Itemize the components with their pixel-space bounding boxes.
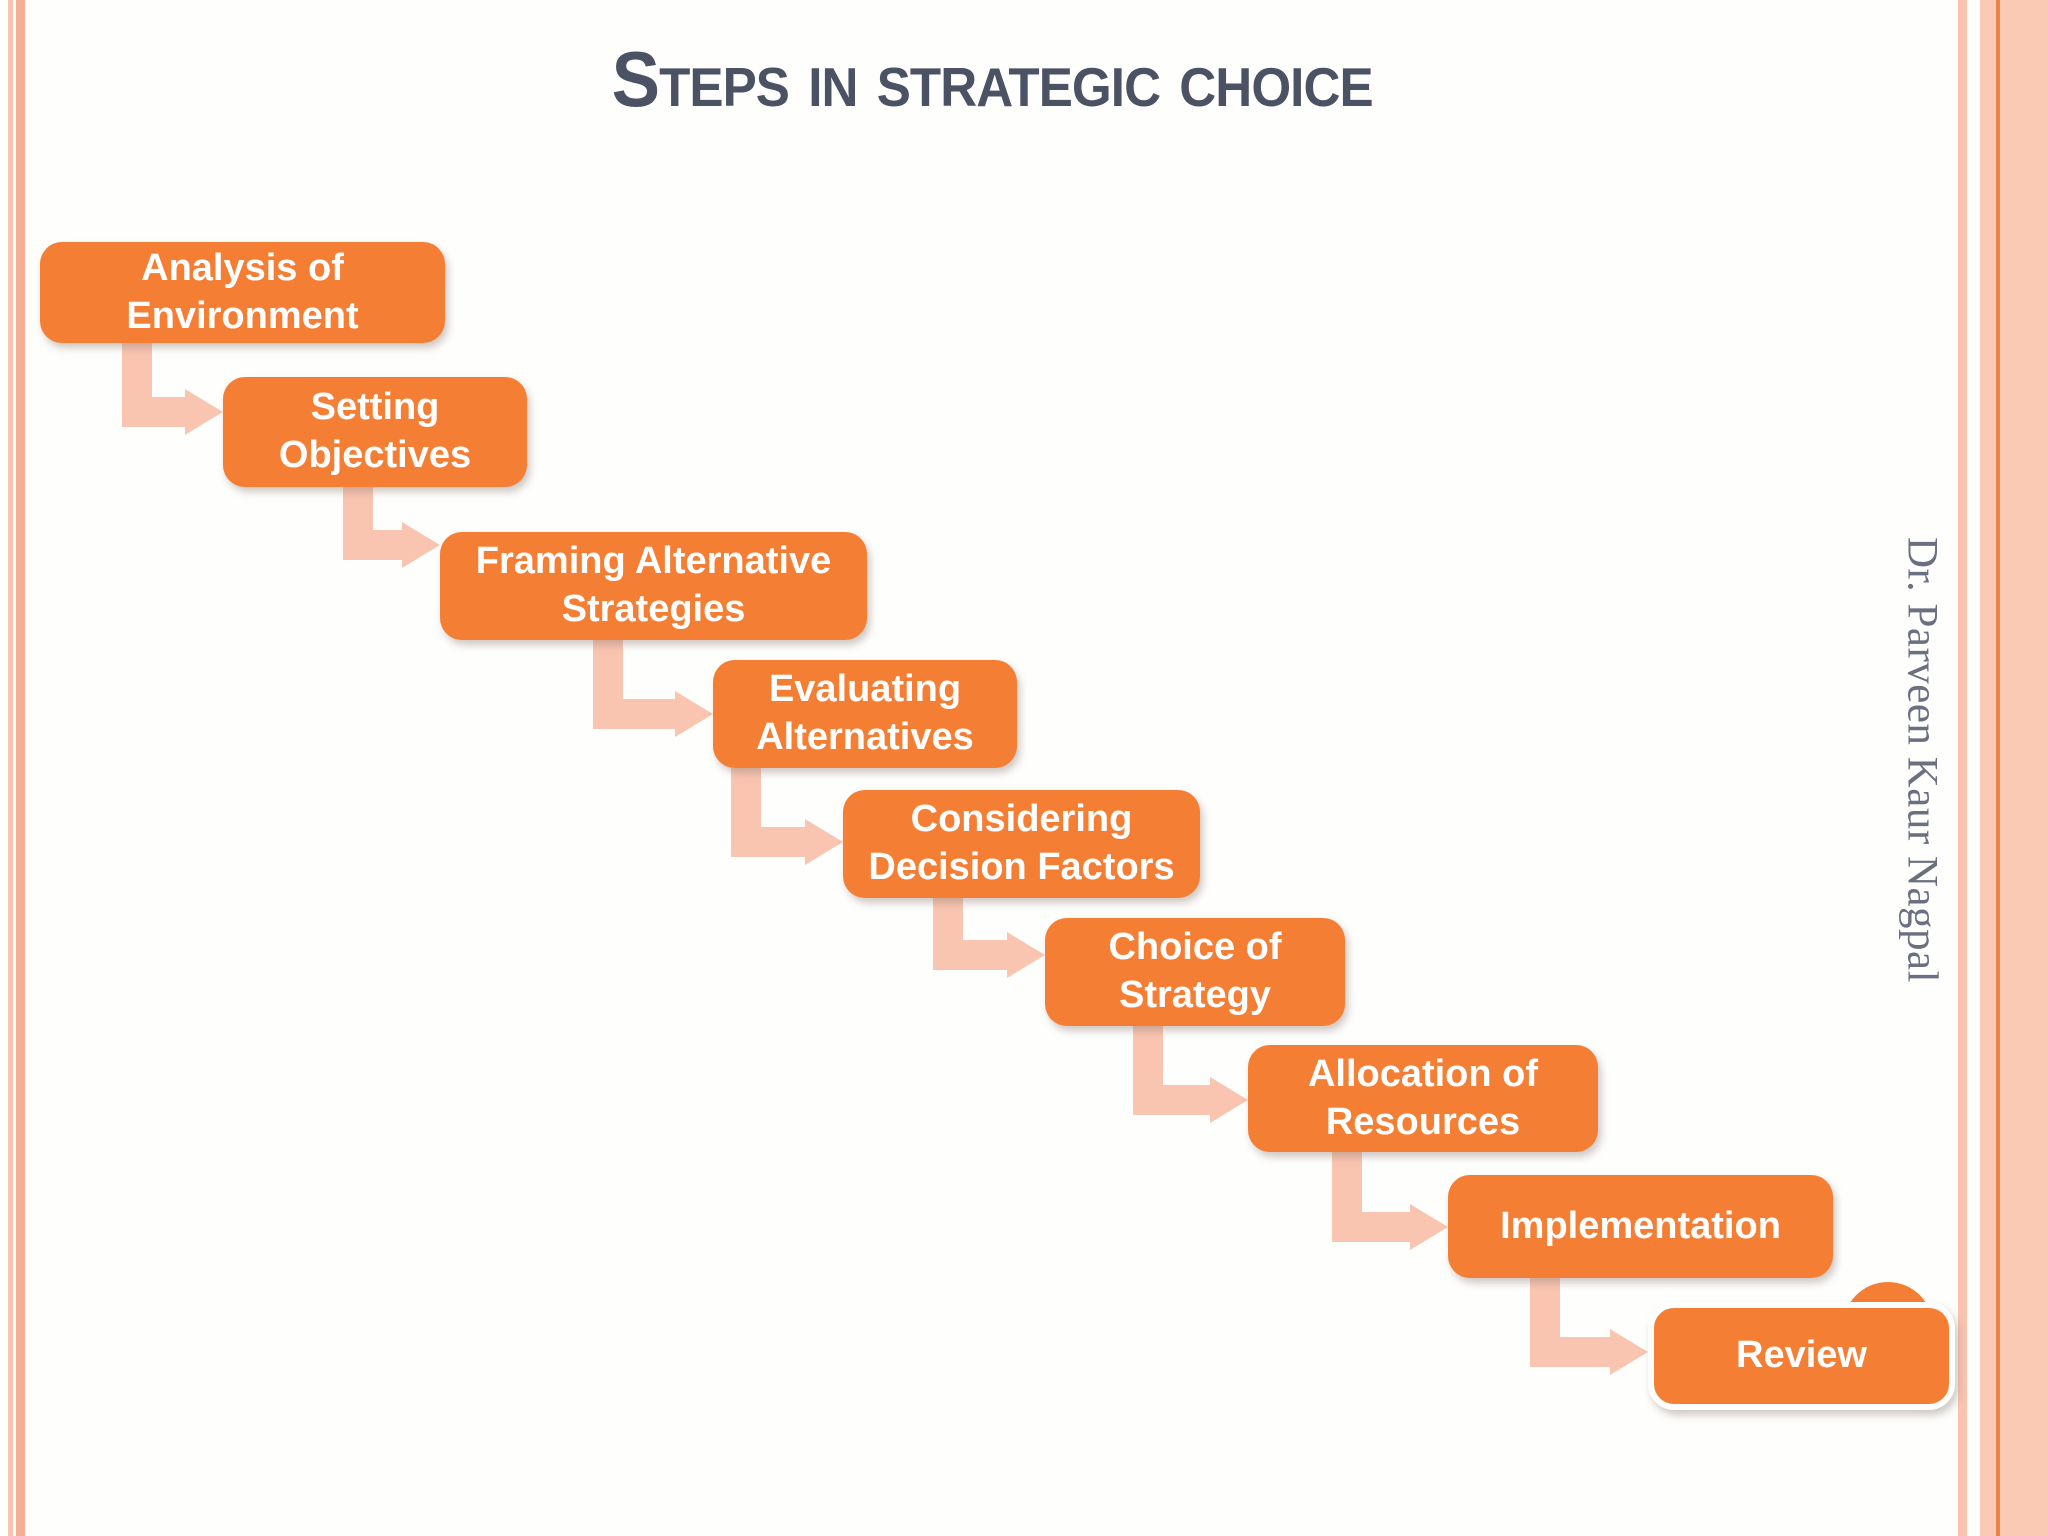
slide-border-right-thin-stripe (1958, 0, 1967, 1536)
elbow-arrow-2 (343, 487, 440, 568)
elbow-arrow-6 (1133, 1026, 1248, 1123)
elbow-arrow-3 (593, 640, 713, 737)
flow-step-allocation-of-resources: Allocation of Resources (1248, 1045, 1598, 1152)
slide-title: Steps in strategic choice (0, 34, 2048, 125)
slide-border-right-accent-line (1996, 0, 2000, 1536)
step-label: Analysis of Environment (126, 246, 359, 337)
flow-step-review: Review (1648, 1302, 1955, 1410)
flow-step-choice-of-strategy: Choice of Strategy (1045, 918, 1345, 1026)
flow-step-setting-objectives: Setting Objectives (223, 377, 527, 487)
step-label: Allocation of Resources (1307, 1052, 1539, 1143)
step-label: Evaluating Alternatives (756, 668, 974, 758)
flow-step-analysis-of-environment: Analysis of Environment (40, 242, 445, 343)
slide-border-left-inner-stripe (16, 0, 25, 1536)
step-label: Review (1736, 1334, 1867, 1377)
flow-step-evaluating-alternatives: Evaluating Alternatives (713, 660, 1017, 768)
slide-border-right-band (1980, 0, 2048, 1536)
step-label: Setting Objectives (278, 386, 472, 476)
step-label: Choice of Strategy (1108, 926, 1282, 1016)
elbow-arrow-5 (933, 898, 1045, 978)
flow-step-considering-decision-factors: Considering Decision Factors (843, 790, 1200, 898)
flow-step-implementation: Implementation (1448, 1175, 1833, 1278)
slide-border-left-outer-stripe (8, 0, 13, 1536)
step-label: Implementation (1500, 1204, 1781, 1247)
elbow-arrow-4 (731, 768, 843, 865)
flow-step-framing-alternative-strategies: Framing Alternative Strategies (440, 532, 867, 640)
elbow-arrow-8 (1530, 1278, 1648, 1375)
author-credit: Dr. Parveen Kaur Nagpal (1898, 536, 1946, 984)
elbow-arrow-1 (122, 343, 223, 435)
slide-title-text: Steps in strategic choice (611, 35, 1373, 123)
step-label: Considering Decision Factors (868, 798, 1175, 888)
step-label: Framing Alternative Strategies (475, 540, 832, 630)
elbow-arrow-7 (1332, 1152, 1448, 1250)
